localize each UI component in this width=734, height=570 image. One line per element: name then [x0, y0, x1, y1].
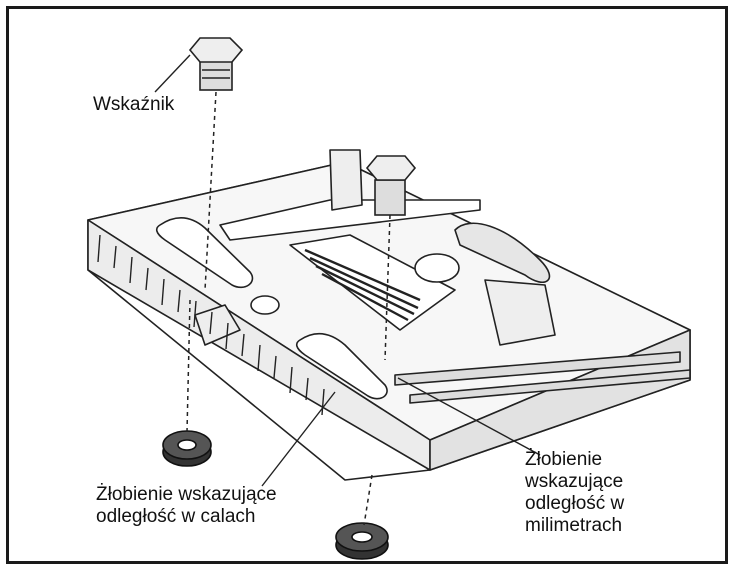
label-mm-groove-line2: wskazujące: [525, 471, 624, 492]
grip-pad: [454, 222, 551, 284]
nut-left: [162, 430, 212, 467]
leader-inch-groove: [261, 391, 336, 487]
assembly-line: [204, 91, 217, 291]
assembly-line: [363, 474, 373, 526]
post: [484, 279, 556, 346]
rail: [409, 369, 691, 404]
plate-hole-small: [250, 295, 280, 315]
slot-lower: [295, 332, 388, 400]
label-inch-groove-line1: Żłobienie wskazujące: [96, 484, 277, 505]
nut-bottom: [335, 522, 389, 560]
slot-upper-left: [155, 217, 254, 289]
label-mm-groove-line4: milimetrach: [525, 515, 623, 536]
rail: [394, 351, 681, 386]
indicator-knob: [188, 37, 244, 91]
post: [194, 304, 241, 346]
label-mm-groove: Żłobienie wskazujące odległość w milimet…: [525, 449, 624, 537]
label-mm-groove-line1: Żłobienie: [525, 449, 603, 470]
label-inch-groove-line2: odległość w calach: [96, 506, 256, 527]
plate-hole: [414, 253, 460, 283]
leader-mm-groove: [397, 377, 541, 456]
assembly-line: [186, 299, 191, 433]
label-indicator-text: Wskaźnik: [93, 94, 175, 115]
label-inch-groove: Żłobienie wskazujące odległość w calach: [96, 484, 277, 528]
label-indicator: Wskaźnik: [93, 94, 174, 116]
label-mm-groove-line3: odległość w: [525, 493, 625, 514]
indicator-knob-installed: [365, 155, 417, 216]
post: [329, 149, 363, 211]
assembly-line: [384, 214, 391, 361]
leader-indicator: [154, 54, 191, 93]
slot-upper-right: [219, 199, 481, 241]
